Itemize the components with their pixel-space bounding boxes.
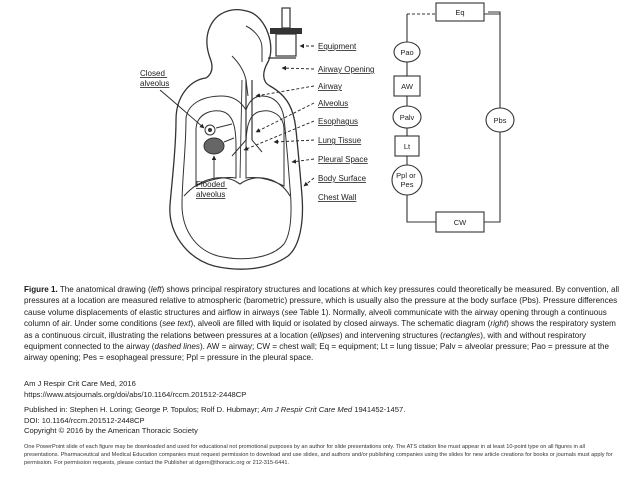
usage-footnote: One PowerPoint slide of each figure may … [24, 444, 613, 467]
circuit-lt-box: Lt [394, 135, 420, 157]
caption-italic: see [284, 307, 298, 317]
label-chest-wall: Chest Wall [318, 193, 357, 202]
publication-info: Published in: Stephen H. Loring; George … [24, 405, 405, 437]
citation-journal: Am J Respir Crit Care Med, 2016 [24, 379, 136, 388]
svg-text:AW: AW [401, 82, 414, 91]
circuit-cw-box: CW [435, 211, 485, 233]
caption-italic: see text [162, 319, 191, 329]
caption-text: The anatomical drawing ( [57, 285, 151, 294]
svg-text:Pbs: Pbs [494, 116, 507, 125]
caption-italic: ellipses [312, 330, 340, 340]
caption-figure-label: Figure 1. [24, 285, 58, 294]
caption-text: ), alveoli are filled with liquid or iso… [190, 319, 491, 329]
caption-italic: right [490, 319, 507, 329]
label-airway-opening: Airway Opening [318, 65, 374, 74]
publication-prefix: Published in: Stephen H. Loring; George … [24, 405, 262, 414]
caption-text: ) shows the respiratory system as a cont… [24, 319, 616, 340]
label-body-surface: Body Surface [318, 174, 367, 183]
caption-italic: left [150, 285, 162, 294]
flooded-alveolus-label: Flooded alveolus [196, 180, 227, 199]
caption-text: ), with and without respiratory equipmen… [24, 330, 586, 352]
publication-pages: 1941452-1457. [352, 405, 406, 414]
equipment-device [268, 7, 302, 59]
figure-caption: Figure 1. The anatomical drawing (left) … [24, 284, 620, 364]
svg-text:Pao: Pao [400, 48, 413, 57]
publication-authors: Published in: Stephen H. Loring; George … [24, 405, 405, 416]
svg-text:Lt: Lt [404, 142, 411, 151]
label-esophagus: Esophagus [318, 117, 358, 126]
svg-text:Palv: Palv [400, 113, 415, 122]
citation: Am J Respir Crit Care Med, 2016 https://… [24, 379, 246, 400]
caption-text: ) shows principal respiratory structures… [24, 285, 620, 317]
circuit-ppl-node: Ppl or Pes [391, 164, 423, 196]
circuit-palv-node: Palv [392, 105, 422, 129]
anatomy-labels [243, 43, 315, 187]
circuit-eq-box: Eq [435, 2, 485, 22]
circuit-aw-box: AW [393, 75, 421, 97]
label-equipment: Equipment [318, 42, 357, 51]
circuit-pbs-node: Pbs [485, 107, 515, 133]
circuit-pao-node: Pao [393, 41, 421, 63]
closed-alveolus-shape [204, 123, 233, 136]
anatomy-drawing [169, 8, 304, 270]
caption-italic: rectangles [442, 330, 481, 340]
publication-journal: Am J Respir Crit Care Med [261, 405, 353, 414]
caption-text: ). AW = airway; CW = chest wall; Eq = eq… [24, 342, 610, 363]
circuit-diagram [406, 11, 501, 223]
caption-italic: dashed lines [154, 342, 200, 352]
closed-alveolus-label: Closed alveolus [140, 69, 169, 88]
caption-text: Table 1). Normally, alveoli communicate … [24, 307, 607, 329]
label-lung-tissue: Lung Tissue [318, 136, 362, 145]
svg-text:Ppl or Pes: Ppl or Pes [396, 171, 418, 189]
citation-url[interactable]: https://www.atsjournals.org/doi/abs/10.1… [24, 389, 247, 399]
svg-text:Eq: Eq [455, 8, 464, 17]
figure-diagram: Closed alveolus Flooded alveolus Equipme… [140, 2, 515, 270]
publication-copyright: Copyright © 2016 by the American Thoraci… [24, 426, 198, 435]
label-airway: Airway [318, 82, 342, 91]
label-alveolus: Alveolus [318, 99, 348, 108]
publication-doi: DOI: 10.1164/rccm.201512-2448CP [24, 415, 145, 425]
svg-text:CW: CW [454, 218, 467, 227]
caption-text: ) and intervening structures ( [339, 330, 443, 340]
flooded-alveolus-shape [203, 137, 235, 155]
label-pleural-space: Pleural Space [318, 155, 368, 164]
